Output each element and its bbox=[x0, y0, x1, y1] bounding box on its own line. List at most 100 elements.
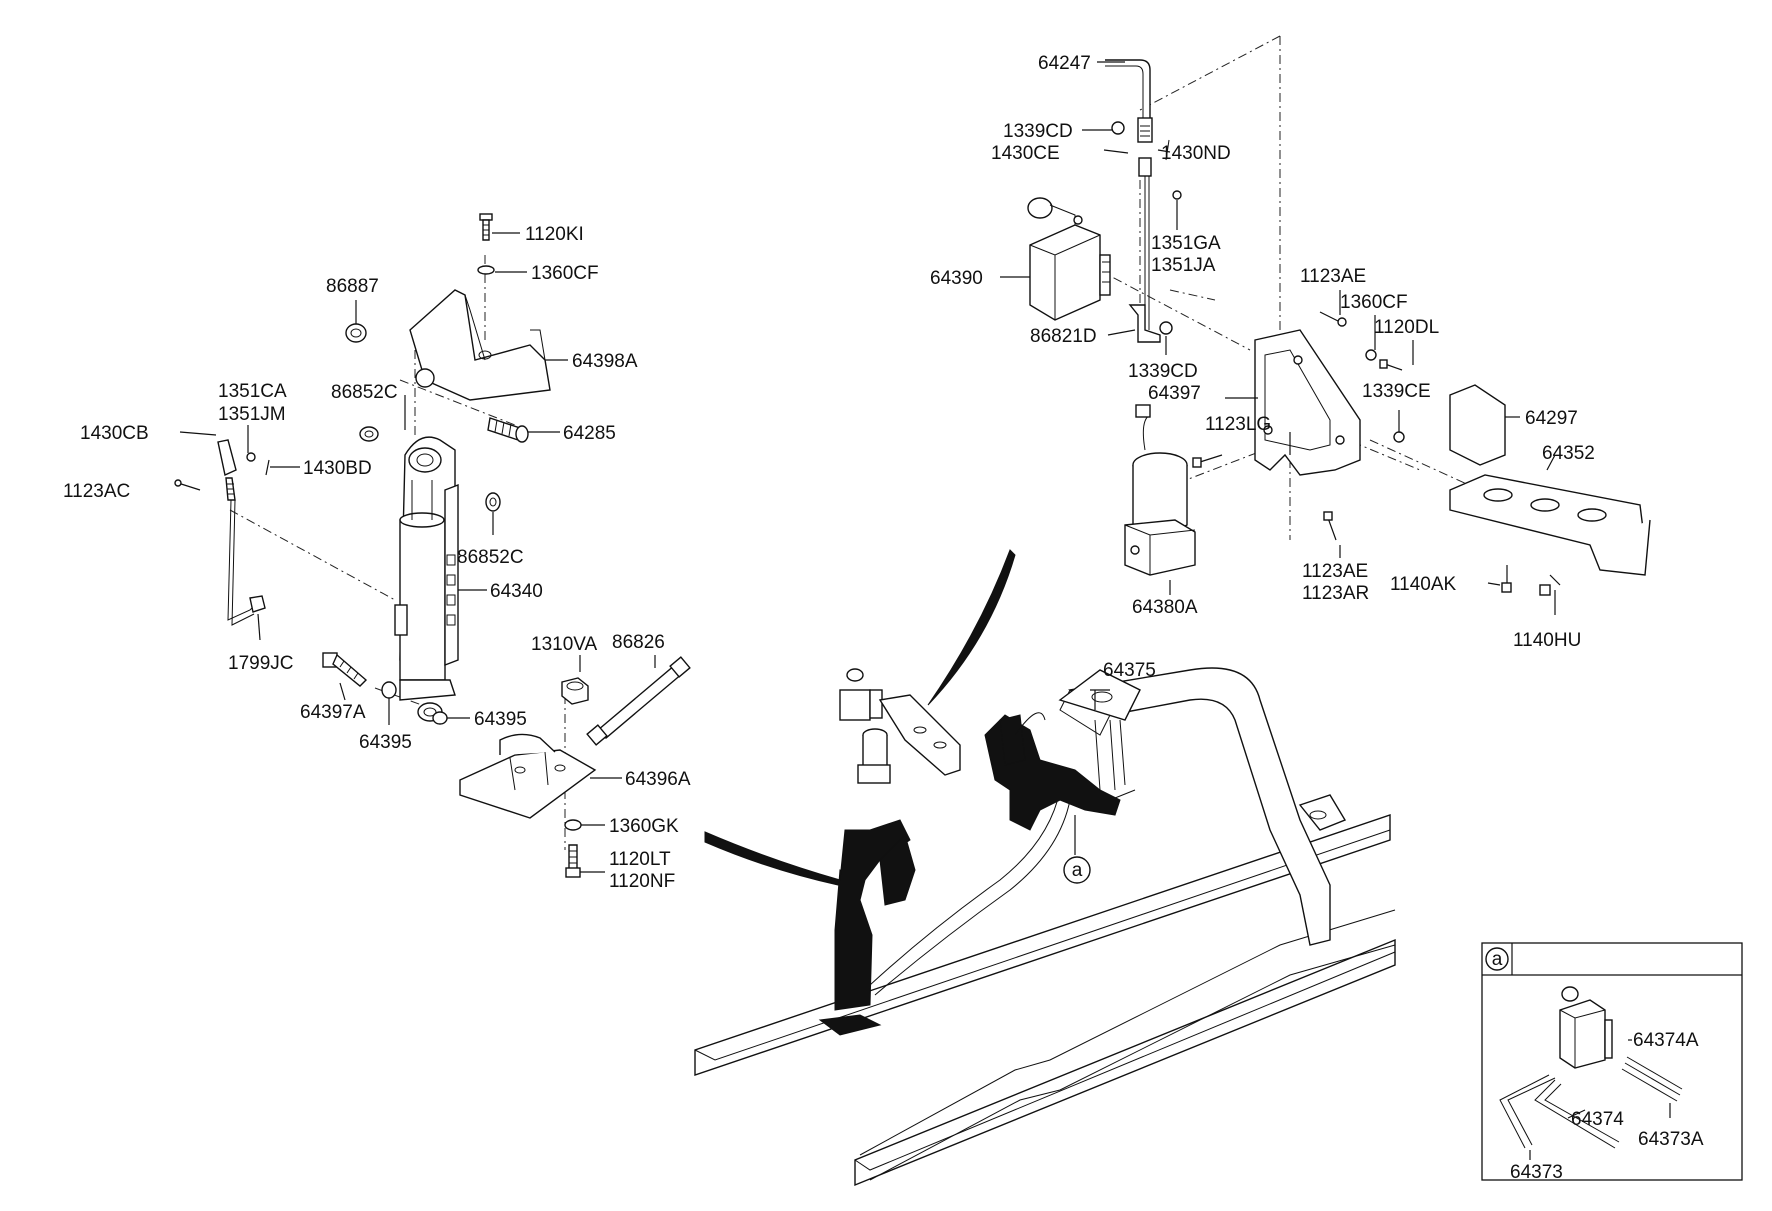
label-1123AC: 1123AC bbox=[63, 481, 130, 502]
label-64390: 64390 bbox=[930, 268, 983, 289]
nut-86887 bbox=[345, 323, 367, 343]
cable-1799JC bbox=[225, 477, 266, 626]
callout-arcs bbox=[704, 549, 1016, 886]
clip-1430ND bbox=[1165, 139, 1182, 200]
label-1339CE: 1339CE bbox=[1362, 381, 1431, 402]
label-86852C-bottom: 86852C bbox=[457, 547, 524, 568]
bolt-1140HU bbox=[1539, 574, 1561, 596]
label-1360CF-right: 1360CF bbox=[1340, 292, 1408, 313]
bolt-1120LT bbox=[565, 844, 581, 878]
label-1120DL: 1120DL bbox=[1374, 317, 1439, 338]
rod-1430CB bbox=[179, 431, 217, 436]
label-64380A: 64380A bbox=[1132, 597, 1198, 618]
pin-1430BD bbox=[265, 459, 270, 476]
label-64395-left: 64395 bbox=[359, 732, 412, 753]
label-1430CB: 1430CB bbox=[80, 423, 149, 444]
label-1351JA: 1351JA bbox=[1151, 255, 1216, 276]
mounted-jack-rear bbox=[818, 789, 1071, 1036]
ref-a-marker: a bbox=[1063, 815, 1091, 884]
link-1351CA bbox=[217, 439, 256, 476]
nut-1339CD-top bbox=[1111, 121, 1125, 135]
bolt-1120KI bbox=[479, 213, 493, 241]
label-64297: 64297 bbox=[1525, 408, 1578, 429]
label-1430ND: 1430ND bbox=[1161, 143, 1231, 164]
label-1799JC: 1799JC bbox=[228, 653, 294, 674]
bracket-86821D bbox=[1128, 304, 1161, 343]
label-64395-right: 64395 bbox=[474, 709, 527, 730]
washer-64395-left bbox=[381, 681, 397, 699]
vehicle-frame bbox=[694, 667, 1396, 1187]
label-64352: 64352 bbox=[1542, 443, 1595, 464]
label-64396A: 64396A bbox=[625, 769, 691, 790]
washer-86852C-bottom bbox=[485, 492, 501, 512]
screw-1123AC bbox=[174, 479, 201, 491]
label-86852C-top: 86852C bbox=[331, 382, 398, 403]
inset-tube-64374A bbox=[1621, 1056, 1683, 1102]
bolt-64285 bbox=[487, 417, 529, 443]
extension-86826 bbox=[586, 656, 691, 746]
cable-64247 bbox=[1105, 59, 1153, 330]
label-1120LT: 1120LT bbox=[609, 849, 671, 870]
label-64285: 64285 bbox=[563, 423, 616, 444]
cover-64297 bbox=[1449, 384, 1506, 466]
nut-1339CE bbox=[1393, 431, 1405, 443]
label-1351JM: 1351JM bbox=[218, 404, 286, 425]
washer-1360CF-right bbox=[1365, 349, 1377, 361]
inset-detail-a: a 64374A 64374 64373A 64373 bbox=[1481, 942, 1743, 1183]
inset-tube-64374 bbox=[1534, 1079, 1620, 1149]
nut-1310VA bbox=[561, 677, 589, 705]
label-64340: 64340 bbox=[490, 581, 543, 602]
label-1120NF: 1120NF bbox=[609, 871, 675, 892]
bracket-64397 bbox=[1254, 329, 1361, 476]
inset-label-64373A: 64373A bbox=[1638, 1129, 1704, 1150]
label-1430BD: 1430BD bbox=[303, 458, 372, 479]
label-1140HU: 1140HU bbox=[1513, 630, 1581, 651]
inset-label-64374: 64374 bbox=[1571, 1109, 1624, 1130]
bolt-1123LG bbox=[1192, 454, 1223, 468]
label-86821D: 86821D bbox=[1030, 326, 1097, 347]
mounted-jack-front bbox=[984, 712, 1121, 831]
label-1310VA: 1310VA bbox=[531, 634, 598, 655]
mounted-compressor bbox=[839, 668, 961, 784]
label-1360CF-left: 1360CF bbox=[531, 263, 599, 284]
inset-ecu bbox=[1559, 986, 1613, 1069]
label-1360GK: 1360GK bbox=[609, 816, 679, 837]
label-64398A: 64398A bbox=[572, 351, 638, 372]
bolt-1140AK bbox=[1501, 565, 1512, 593]
bolt-1123AE-top bbox=[1319, 311, 1347, 327]
bracket-64352 bbox=[1449, 474, 1651, 576]
label-64247: 64247 bbox=[1038, 53, 1091, 74]
label-1351CA: 1351CA bbox=[218, 381, 287, 402]
bracket-64398A bbox=[409, 289, 551, 401]
label-1351GA: 1351GA bbox=[1151, 233, 1221, 254]
base-64396A bbox=[459, 733, 597, 819]
label-1123AE-bottom: 1123AE bbox=[1302, 561, 1368, 582]
nut-1339CD-bottom bbox=[1159, 321, 1173, 335]
pin-1430CE bbox=[1103, 149, 1129, 154]
washer-1360CF-left bbox=[477, 265, 495, 275]
part-labels: 64247 1339CD 1430CE 1430ND 1351GA 1351JA… bbox=[63, 53, 1595, 892]
washer-1360GK bbox=[564, 819, 582, 831]
label-1430CE: 1430CE bbox=[991, 143, 1060, 164]
label-86826: 86826 bbox=[612, 632, 665, 653]
label-1120KI: 1120KI bbox=[525, 224, 584, 245]
label-64397A: 64397A bbox=[300, 702, 366, 723]
label-1339CD-bottom: 1339CD bbox=[1128, 361, 1198, 382]
motor-64380A bbox=[1124, 404, 1196, 576]
bolt-1120DL bbox=[1379, 359, 1403, 371]
inset-label-64374A: 64374A bbox=[1633, 1030, 1699, 1051]
washer-64395-right bbox=[432, 711, 448, 725]
inset-tube-64373 bbox=[1499, 1074, 1556, 1149]
ref-a-text: a bbox=[1072, 860, 1083, 881]
inset-ref-a: a bbox=[1492, 949, 1503, 970]
label-86887: 86887 bbox=[326, 276, 379, 297]
jack-64340 bbox=[394, 436, 459, 722]
label-1339CD-top: 1339CD bbox=[1003, 121, 1073, 142]
label-64397: 64397 bbox=[1148, 383, 1201, 404]
label-1140AK: 1140AK bbox=[1390, 574, 1457, 595]
washer-86852C-top bbox=[359, 426, 379, 442]
bolt-1123AE-bottom bbox=[1323, 511, 1337, 541]
inset-label-64373: 64373 bbox=[1510, 1162, 1563, 1183]
leader-lines bbox=[247, 61, 1556, 873]
